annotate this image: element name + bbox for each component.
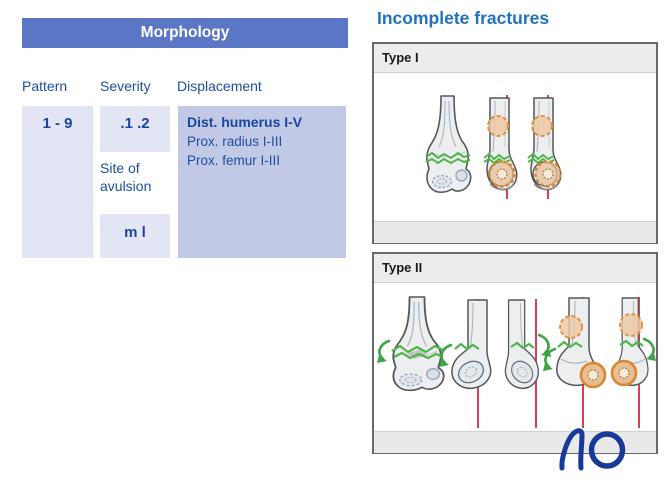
- pattern-value-cell: 1 - 9: [22, 106, 93, 258]
- type-2-illustrations: [374, 283, 656, 431]
- ossification-center-marker: [559, 315, 583, 339]
- type-1-illustrations: [374, 73, 656, 221]
- ossification-center-marker: [542, 168, 554, 180]
- rotation-arrow-icon: [375, 339, 391, 365]
- ao-logo: [558, 426, 630, 472]
- fracture-line: [527, 152, 555, 161]
- type-2-panel: Type II: [372, 252, 658, 454]
- type-2-panel-label: Type II: [374, 254, 656, 283]
- distal-humerus-ap-illustration: [392, 296, 445, 392]
- fracture-line: [391, 344, 444, 354]
- displacement-line: Prox. radius I-III: [187, 134, 283, 149]
- distal-humerus-lateral-illustration: [504, 299, 540, 390]
- fracture-line: [425, 151, 471, 160]
- type-2-panel-footer: [374, 431, 656, 453]
- severity-codes-cell: .1 .2: [100, 106, 170, 152]
- fracture-line: [483, 152, 511, 161]
- type-1-panel-footer: [374, 221, 656, 243]
- type-1-illustration-svg: [425, 95, 562, 199]
- distal-humerus-ap-illustration: [426, 95, 472, 194]
- fracture-line: [557, 340, 583, 349]
- section-title: Incomplete fractures: [377, 8, 550, 28]
- column-header-severity: Severity: [100, 78, 151, 94]
- fracture-line: [454, 342, 480, 351]
- fracture-line: [510, 341, 535, 350]
- morphology-table-title: Morphology: [22, 18, 348, 48]
- type-1-panel-label: Type I: [374, 44, 656, 73]
- fracture-line: [393, 351, 444, 360]
- type-2-illustration-svg: [375, 296, 656, 428]
- ossification-center-marker: [618, 367, 630, 379]
- fracture-line: [619, 339, 644, 348]
- displacement-line: Prox. femur I-III: [187, 153, 281, 168]
- fracture-line: [425, 157, 471, 165]
- ossification-center-marker: [531, 115, 553, 137]
- ossification-center-marker: [496, 168, 508, 180]
- displacement-cell: Dist. humerus I-V Prox. radius I-III Pro…: [178, 106, 346, 258]
- ossification-center-marker: [619, 313, 643, 337]
- type-1-panel: Type I: [372, 42, 658, 244]
- column-header-pattern: Pattern: [22, 78, 68, 94]
- distal-humerus-lateral-illustration: [451, 299, 492, 390]
- severity-site-codes-cell: m l: [100, 214, 170, 258]
- column-header-displacement: Displacement: [177, 78, 262, 94]
- displacement-primary: Dist. humerus I-V: [187, 114, 303, 130]
- severity-note: Site of avulsion: [100, 160, 152, 194]
- ossification-center-marker: [587, 369, 599, 381]
- ossification-center-marker: [487, 115, 509, 137]
